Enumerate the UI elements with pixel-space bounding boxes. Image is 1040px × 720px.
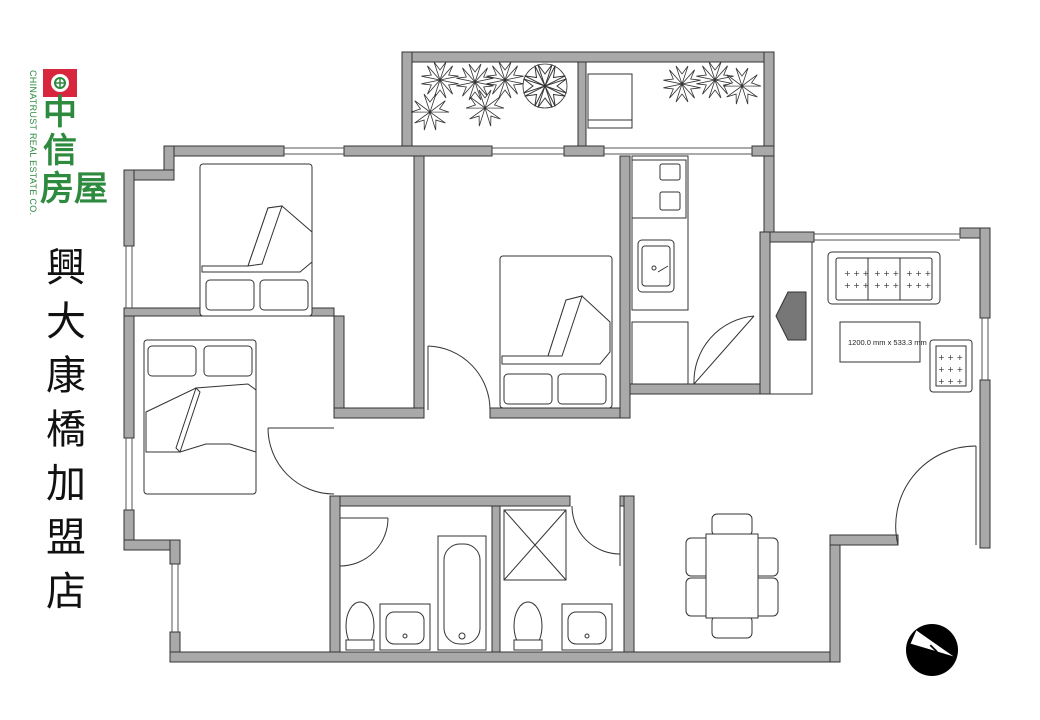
logo-emblem-icon [43, 69, 77, 97]
svg-text:+ + +: + + + [938, 377, 963, 386]
svg-text:+ + +: + + + [906, 281, 931, 290]
bathroom-1 [345, 535, 487, 651]
coffee-table-dimension: 1200.0 mm x 533.3 mm [848, 338, 927, 347]
svg-text:+ + +: + + + [874, 281, 899, 290]
logo-chinese-name: 中 信 房屋 [40, 94, 126, 208]
kitchen [631, 155, 689, 385]
svg-text:+ + +: + + + [906, 269, 931, 278]
company-logo [24, 68, 124, 218]
north-arrow-icon: N [906, 624, 958, 676]
logo-char-1: 中 [43, 93, 77, 133]
svg-text:+ + +: + + + [844, 269, 869, 278]
logo-char-2: 信 [43, 131, 77, 171]
tv-cabinet [769, 241, 813, 395]
svg-text:+ + +: + + + [874, 269, 899, 278]
walls [123, 51, 991, 663]
beds [143, 163, 613, 495]
svg-text:+ + +: + + + [938, 365, 963, 374]
washer [587, 73, 633, 129]
sofa: + + + + + + + + + + + + + + + + + + [827, 251, 941, 305]
dining-set [685, 513, 779, 639]
logo-char-3: 房屋 [40, 169, 108, 209]
svg-text:+ + +: + + + [844, 281, 869, 290]
svg-text:+ + +: + + + [938, 353, 963, 362]
coffee-table: 1200.0 mm x 533.3 mm [839, 321, 927, 363]
windows [125, 147, 989, 632]
bathroom-2 [503, 509, 613, 651]
armchair: + + + + + + + + + [929, 339, 973, 393]
balcony-plants [410, 61, 762, 131]
doors [267, 315, 977, 567]
logo-english-name: CHINATRUST REAL ESTATE CO. [28, 70, 38, 216]
store-name: 興大康橋加盟店 [39, 246, 85, 624]
